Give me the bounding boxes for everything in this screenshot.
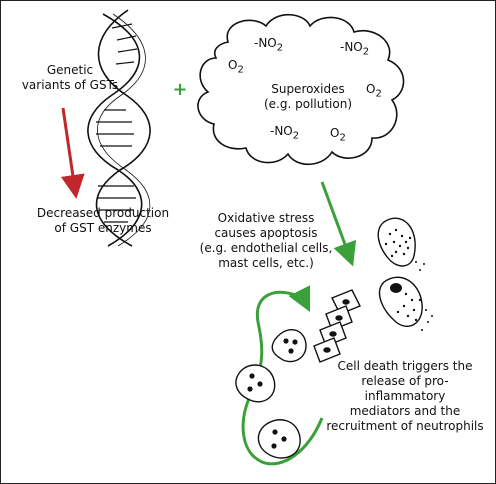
o2-molecule-1: O2 [228, 58, 244, 77]
genetic-variants-line-1: Genetic [46, 63, 94, 77]
apoptotic-cell-upper-icon [377, 217, 425, 271]
o2-text: O [228, 58, 238, 72]
green-arrow-to-cells [320, 181, 357, 267]
o2-molecule-3: O2 [330, 126, 346, 145]
cell-death-line-1: Cell death triggers the [337, 359, 473, 373]
no2-molecule-1: -NO2 [254, 36, 283, 55]
red-arrow [60, 107, 85, 199]
oxidative-stress-line-3: (e.g. endothelial cells, [199, 241, 333, 255]
no2-subscript: 2 [362, 46, 370, 58]
oxidative-stress-line-4: mast cells, etc.) [218, 256, 314, 270]
no2-text: -NO [254, 36, 277, 50]
oxidative-stress-label: Oxidative stress causes apoptosis (e.g. … [196, 211, 336, 271]
neutrophil-cell-2-icon [235, 364, 276, 403]
no2-subscript: 2 [276, 42, 284, 54]
decreased-production-line-1: Decreased production [36, 206, 170, 220]
no2-molecule-3: -NO2 [270, 124, 299, 143]
decreased-production-line-2: of GST enzymes [54, 221, 152, 235]
plus-sign: + [172, 79, 188, 100]
decreased-production-label: Decreased production of GST enzymes [28, 206, 178, 236]
no2-text: -NO [270, 124, 293, 138]
no2-subscript: 2 [292, 130, 300, 142]
cell-death-line-4: recruitment of neutrophils [326, 419, 484, 433]
pollution-cloud [197, 13, 405, 166]
green-wavy-arrow [241, 285, 324, 466]
cell-death-line-2: release of pro-inflammatory [361, 374, 449, 403]
endothelial-cells-icon [313, 289, 361, 363]
o2-subscript: 2 [375, 88, 382, 100]
o2-text: O [330, 126, 340, 140]
oxidative-stress-line-2: causes apoptosis [214, 226, 318, 240]
genetic-variants-label: Genetic variants of GSTs [20, 63, 120, 93]
dna-helix-icon [87, 9, 151, 247]
superoxides-line-1: Superoxides [271, 82, 345, 96]
no2-molecule-2: -NO2 [340, 40, 369, 59]
cell-death-line-3: mediators and the [349, 404, 461, 418]
o2-text: O [366, 82, 376, 96]
neutrophil-cell-1-icon [271, 328, 307, 363]
o2-subscript: 2 [339, 132, 346, 144]
o2-subscript: 2 [237, 64, 244, 76]
superoxides-label: Superoxides (e.g. pollution) [256, 82, 360, 112]
oxidative-stress-line-1: Oxidative stress [217, 211, 315, 225]
genetic-variants-line-2: variants of GSTs [21, 78, 119, 92]
apoptotic-cell-lower-icon [378, 276, 433, 331]
no2-text: -NO [340, 40, 363, 54]
cell-death-label: Cell death triggers the release of pro-i… [322, 359, 488, 434]
o2-molecule-2: O2 [366, 82, 382, 101]
neutrophil-cell-3-icon [257, 419, 301, 459]
superoxides-line-2: (e.g. pollution) [263, 97, 353, 111]
